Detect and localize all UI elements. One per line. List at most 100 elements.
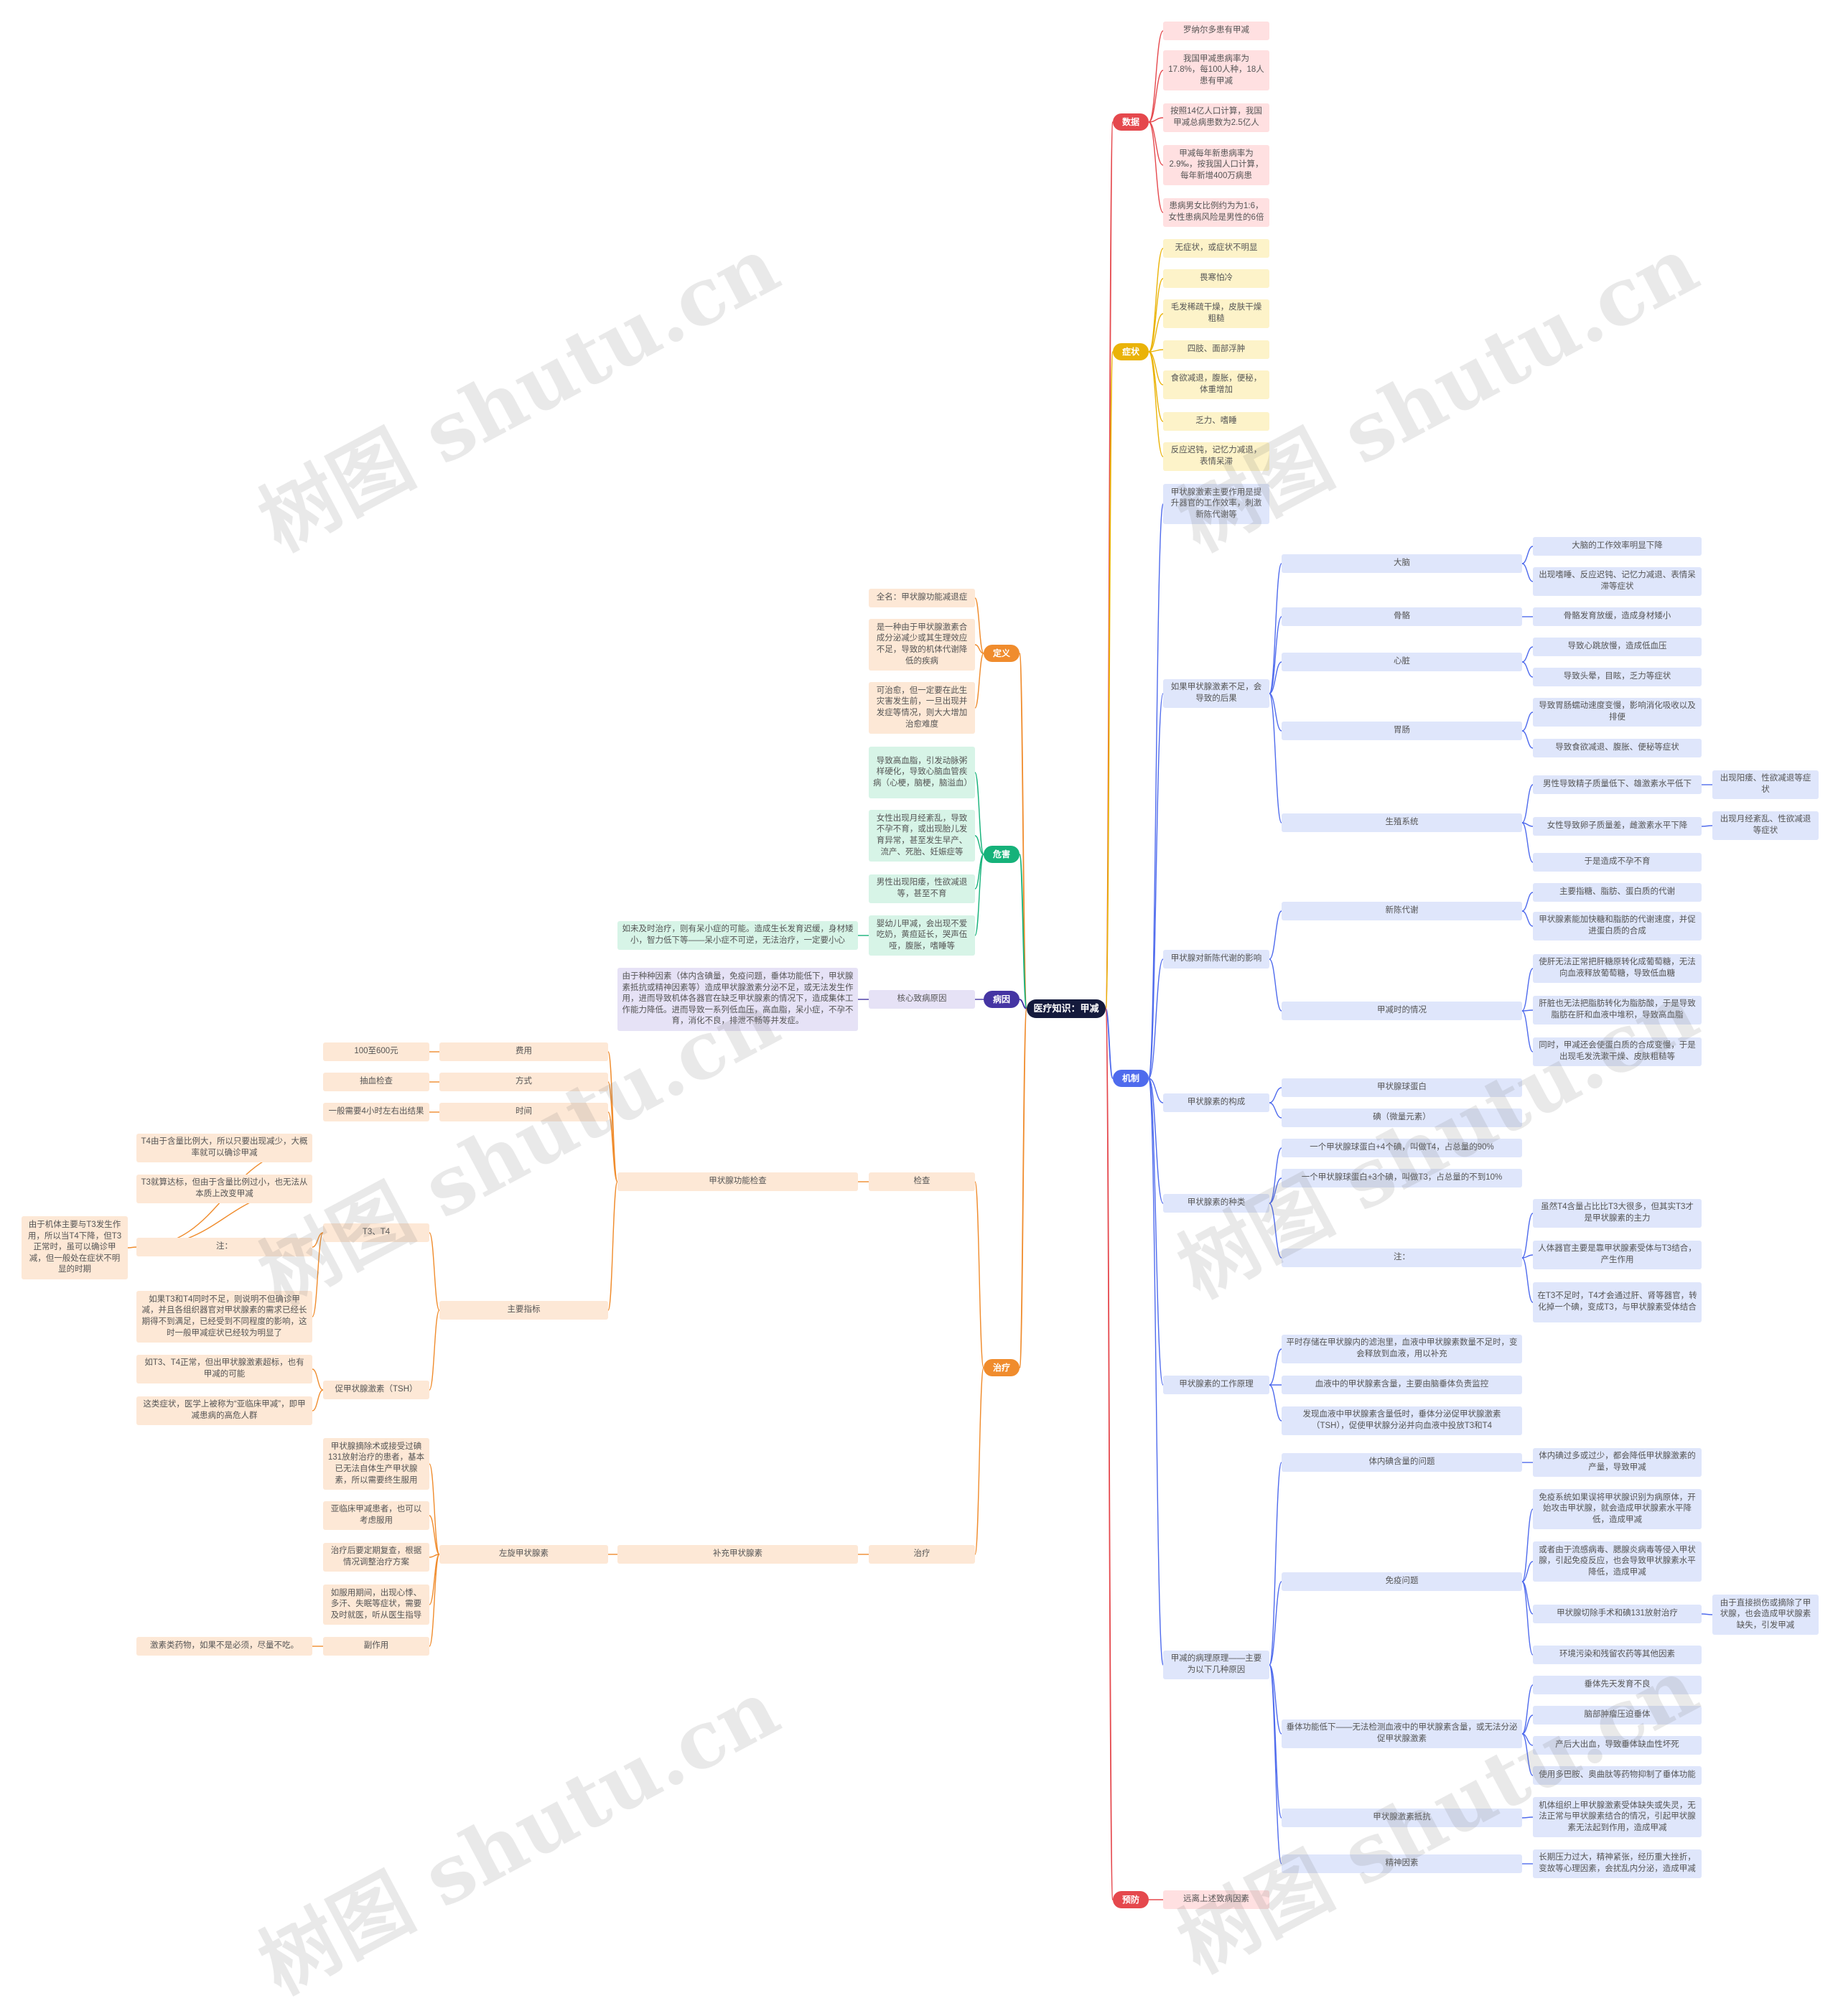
shuju-item-3[interactable]: 按照14亿人口计算，我国甲减总病患数为2.5亿人 bbox=[1163, 103, 1269, 132]
jizhi-bingli[interactable]: 甲减的病理原理——主要为以下几种原因 bbox=[1163, 1651, 1269, 1679]
xinchen-item-2[interactable]: 甲状腺素能加快糖和脂肪的代谢速度，并促进蛋白质的合成 bbox=[1533, 912, 1702, 941]
shuju-item-5[interactable]: 患病男女比例约为为1:6，女性患病风险是男性的6倍 bbox=[1163, 198, 1269, 227]
mianyi-qiechu-result[interactable]: 由于直接损伤或摘除了甲状腺，也会造成甲状腺素缺失，引发甲减 bbox=[1712, 1595, 1819, 1635]
guge-item-1[interactable]: 骨骼发育放缓，造成身材矮小 bbox=[1533, 607, 1702, 626]
zuojia-item-1[interactable]: 甲状腺摘除术或接受过碘131放射治疗的患者，基本已无法自体生产甲状腺素，所以需要… bbox=[323, 1438, 429, 1490]
zhonglei-t3[interactable]: 一个甲状腺球蛋白+3个碘，叫做T3，占总量的不到10% bbox=[1282, 1169, 1522, 1187]
branch-zhengzhuang[interactable]: 症状 bbox=[1113, 343, 1149, 360]
t3t4-zhu-item-2[interactable]: T3就算达标，但由于含量比例过小，也无法从本质上改变甲减 bbox=[136, 1175, 312, 1203]
t3t4-zhu-item-1[interactable]: T4由于含量比例大，所以只要出现减少，大概率就可以确诊甲减 bbox=[136, 1134, 312, 1162]
xinzang-item-1[interactable]: 导致心跳放慢，造成低血压 bbox=[1533, 638, 1702, 656]
buzu-xinzang[interactable]: 心脏 bbox=[1282, 653, 1522, 671]
branch-shuju[interactable]: 数据 bbox=[1113, 113, 1149, 131]
tsh-item-1[interactable]: 如T3、T4正常，但出甲状腺激素超标，也有甲减的可能 bbox=[136, 1355, 312, 1383]
mianyi-item-2[interactable]: 或者由于流感病毒、腮腺炎病毒等侵入甲状腺，引起免疫反应，也会导致甲状腺素水平降低… bbox=[1533, 1541, 1702, 1582]
zhiliao-zuojia[interactable]: 左旋甲状腺素 bbox=[439, 1545, 608, 1564]
t3t4-zhu[interactable]: 注： bbox=[136, 1238, 312, 1256]
bingyin-desc[interactable]: 由于种种因素（体内含碘量，免疫问题，垂体功能低下，甲状腺素抵抗或精神因素等）造成… bbox=[617, 968, 858, 1031]
branch-weihai[interactable]: 危害 bbox=[984, 846, 1020, 863]
xinzang-item-2[interactable]: 导致头晕，目眩，乏力等症状 bbox=[1533, 668, 1702, 686]
weihai-item-2[interactable]: 女性出现月经紊乱，导致不孕不育，或出现胎儿发育异常，甚至发生早产、流产、死胎、妊… bbox=[869, 810, 975, 862]
zhiliao-buchong[interactable]: 补充甲状腺素 bbox=[617, 1545, 858, 1564]
t3t4-both-low[interactable]: 如果T3和T4同时不足，则说明不但确诊甲减，并且各组织器官对甲状腺素的需求已经长… bbox=[136, 1291, 312, 1343]
jiancha-fangshi[interactable]: 方式 bbox=[439, 1073, 608, 1091]
shuju-item-4[interactable]: 甲减每年新患病率为2.9‰，按我国人口计算，每年新增400万病患 bbox=[1163, 145, 1269, 185]
jiajian-item-3[interactable]: 同时，甲减还会使蛋白质的合成变慢，于是出现毛发洗漱干燥、皮肤粗糙等 bbox=[1533, 1037, 1702, 1066]
dikang-item-1[interactable]: 机体组织上甲状腺激素受体缺失或失灵，无法正常与甲状腺素结合的情况，引起甲状腺素无… bbox=[1533, 1797, 1702, 1837]
root-node[interactable]: 医疗知识：甲减 bbox=[1027, 999, 1106, 1018]
shuju-item-1[interactable]: 罗纳尔多患有甲减 bbox=[1163, 22, 1269, 40]
branch-bingyin[interactable]: 病因 bbox=[984, 991, 1020, 1008]
zuojia-item-2[interactable]: 亚临床甲减患者，也可以考虑服用 bbox=[323, 1501, 429, 1530]
branch-yufang[interactable]: 预防 bbox=[1113, 1891, 1149, 1908]
shengzhi-nv-result[interactable]: 出现月经紊乱、性欲减退等症状 bbox=[1712, 811, 1819, 840]
yuanli-item-2[interactable]: 血液中的甲状腺素含量，主要由脑垂体负责监控 bbox=[1282, 1376, 1522, 1394]
jingshen-item-1[interactable]: 长期压力过大，精神紧张，经历重大挫折，变故等心理因素，会扰乱内分泌，造成甲减 bbox=[1533, 1849, 1702, 1878]
mianyi-item-3[interactable]: 甲状腺切除手术和碘131放射治疗 bbox=[1533, 1605, 1702, 1623]
zhonglei-t4[interactable]: 一个甲状腺球蛋白+4个碘，叫做T4，占总量的90% bbox=[1282, 1139, 1522, 1157]
zhengzhuang-item-5[interactable]: 食欲减退，腹胀，便秘，体重增加 bbox=[1163, 370, 1269, 399]
dingyi-item-1[interactable]: 全名：甲状腺功能减退症 bbox=[869, 589, 975, 607]
zuojia-fuzuoyong[interactable]: 副作用 bbox=[323, 1637, 429, 1656]
jiajian-item-2[interactable]: 肝脏也无法把脂肪转化为脂肪酸，于是导致脂肪在肝和血液中堆积，导致高血脂 bbox=[1533, 996, 1702, 1025]
jizhi-zuoyong[interactable]: 甲状腺激素主要作用是提升器官的工作效率，刺激新陈代谢等 bbox=[1163, 484, 1269, 524]
xinchen-item-1[interactable]: 主要指糖、脂肪、蛋白质的代谢 bbox=[1533, 883, 1702, 902]
zhengzhuang-item-4[interactable]: 四肢、面部浮肿 bbox=[1163, 340, 1269, 359]
jiancha-shijian[interactable]: 时间 bbox=[439, 1103, 608, 1121]
weichang-item-2[interactable]: 导致食欲减退、腹胀、便秘等症状 bbox=[1533, 739, 1702, 757]
mianyi-item-4[interactable]: 环境污染和残留农药等其他因素 bbox=[1533, 1646, 1702, 1664]
zhengzhuang-item-6[interactable]: 乏力、嗜睡 bbox=[1163, 412, 1269, 431]
zhengzhuang-item-1[interactable]: 无症状，或症状不明显 bbox=[1163, 239, 1269, 258]
jizhi-zhonglei[interactable]: 甲状腺素的种类 bbox=[1163, 1194, 1269, 1213]
t3t4-zhu-detail[interactable]: 由于机体主要与T3发生作用，所以当T4下降，但T3正常时，虽可以确诊甲减，但一般… bbox=[22, 1216, 128, 1279]
zhengzhuang-item-3[interactable]: 毛发稀疏干燥，皮肤干燥粗糙 bbox=[1163, 299, 1269, 328]
chuiti-item-1[interactable]: 垂体先天发育不良 bbox=[1533, 1676, 1702, 1694]
bingli-mianyi[interactable]: 免疫问题 bbox=[1282, 1572, 1522, 1591]
zhiliao-jiancha[interactable]: 检查 bbox=[869, 1172, 975, 1191]
mianyi-item-1[interactable]: 免疫系统如果误将甲状腺识别为病原体，开始攻击甲状腺，就会造成甲状腺素水平降低，造… bbox=[1533, 1489, 1702, 1529]
dingyi-item-3[interactable]: 可治愈，但一定要在此生灾害发生前，一旦出现并发症等情况，则大大增加治愈难度 bbox=[869, 682, 975, 734]
zhonglei-zhu-item-3[interactable]: 在T3不足时，T4才会通过肝、肾等器官，转化掉一个碘，变成T3，与甲状腺素受体结… bbox=[1533, 1282, 1702, 1322]
zhibiao-tsh[interactable]: 促甲状腺激素（TSH） bbox=[323, 1381, 429, 1399]
shuju-item-2[interactable]: 我国甲减患病率为17.8%，每100人种，18人患有甲减 bbox=[1163, 50, 1269, 90]
buzu-weichang[interactable]: 胃肠 bbox=[1282, 722, 1522, 740]
branch-dingyi[interactable]: 定义 bbox=[984, 645, 1020, 662]
zhiliao-zhiliao[interactable]: 治疗 bbox=[869, 1545, 975, 1564]
fuzuoyong-detail[interactable]: 激素类药物，如果不是必须，尽量不吃。 bbox=[136, 1637, 312, 1656]
jizhi-goucheng[interactable]: 甲状腺素的构成 bbox=[1163, 1093, 1269, 1112]
shengzhi-end[interactable]: 于是造成不孕不育 bbox=[1533, 853, 1702, 872]
shengzhi-nan[interactable]: 男性导致精子质量低下、雄激素水平低下 bbox=[1533, 775, 1702, 794]
weichang-item-1[interactable]: 导致胃肠蠕动速度变慢，影响消化吸收以及排便 bbox=[1533, 698, 1702, 727]
zhengzhuang-item-2[interactable]: 畏寒怕冷 bbox=[1163, 269, 1269, 288]
zhengzhuang-item-7[interactable]: 反应迟钝，记忆力减退，表情呆滞 bbox=[1163, 442, 1269, 471]
weihai-item-3[interactable]: 男性出现阳痿，性欲减退等，甚至不育 bbox=[869, 874, 975, 903]
daixie-jiajian[interactable]: 甲减时的情况 bbox=[1282, 1002, 1522, 1020]
jiancha-feiyong[interactable]: 费用 bbox=[439, 1042, 608, 1061]
dian-item-1[interactable]: 体内碘过多或过少，都会降低甲状腺激素的产量，导致甲减 bbox=[1533, 1448, 1702, 1477]
zhibiao-t3t4[interactable]: T3、T4 bbox=[323, 1223, 429, 1242]
zhonglei-zhu-item-2[interactable]: 人体器官主要是靠甲状腺素受体与T3结合，产生作用 bbox=[1533, 1241, 1702, 1269]
dingyi-item-2[interactable]: 是一种由于甲状腺激素合成分泌减少或其生理效应不足，导致的机体代谢降低的疾病 bbox=[869, 619, 975, 671]
weihai-item-1[interactable]: 导致高血脂，引发动脉粥样硬化，导致心脑血管疾病（心梗，脑梗，脑溢血） bbox=[869, 747, 975, 798]
bingyin-hexin[interactable]: 核心致病原因 bbox=[869, 990, 975, 1009]
zuojia-item-4[interactable]: 如服用期间，出现心悸、多汗、失眠等症状，需要及时就医，听从医生指导 bbox=[323, 1585, 429, 1625]
shijian-value[interactable]: 一般需要4小时左右出结果 bbox=[323, 1103, 429, 1121]
tsh-item-2[interactable]: 这类症状，医学上被称为“亚临床甲减”，即甲减患病的高危人群 bbox=[136, 1396, 312, 1425]
jizhi-yuanli[interactable]: 甲状腺素的工作原理 bbox=[1163, 1376, 1269, 1394]
shengzhi-nan-result[interactable]: 出现阳痿、性欲减退等症状 bbox=[1712, 770, 1819, 799]
bingli-dikang[interactable]: 甲状腺激素抵抗 bbox=[1282, 1809, 1522, 1827]
chuiti-item-3[interactable]: 产后大出血，导致垂体缺血性坏死 bbox=[1533, 1736, 1702, 1755]
buzu-guge[interactable]: 骨骼 bbox=[1282, 607, 1522, 626]
chuiti-item-2[interactable]: 脑部肿瘤压迫垂体 bbox=[1533, 1706, 1702, 1725]
weihai-yinger-detail[interactable]: 如未及时治疗，则有呆小症的可能。造成生长发育迟缓，身材矮小，智力低下等——呆小症… bbox=[617, 921, 858, 950]
zhonglei-zhu[interactable]: 注： bbox=[1282, 1249, 1522, 1267]
daixie-xinchen[interactable]: 新陈代谢 bbox=[1282, 902, 1522, 920]
jizhi-daixie[interactable]: 甲状腺对新陈代谢的影响 bbox=[1163, 950, 1269, 969]
bingli-dian[interactable]: 体内碘含量的问题 bbox=[1282, 1453, 1522, 1472]
fangshi-value[interactable]: 抽血检查 bbox=[323, 1073, 429, 1091]
dana-item-2[interactable]: 出现嗜睡、反应迟钝、记忆力减退、表情呆滞等症状 bbox=[1533, 567, 1702, 596]
jiancha-gongneng[interactable]: 甲状腺功能检查 bbox=[617, 1172, 858, 1191]
goucheng-item-1[interactable]: 甲状腺球蛋白 bbox=[1282, 1078, 1522, 1097]
weihai-item-4[interactable]: 婴幼儿甲减，会出现不爱吃奶，黄疸延长，哭声伍哑，腹胀，嗜睡等 bbox=[869, 915, 975, 956]
buzu-dana[interactable]: 大脑 bbox=[1282, 554, 1522, 573]
